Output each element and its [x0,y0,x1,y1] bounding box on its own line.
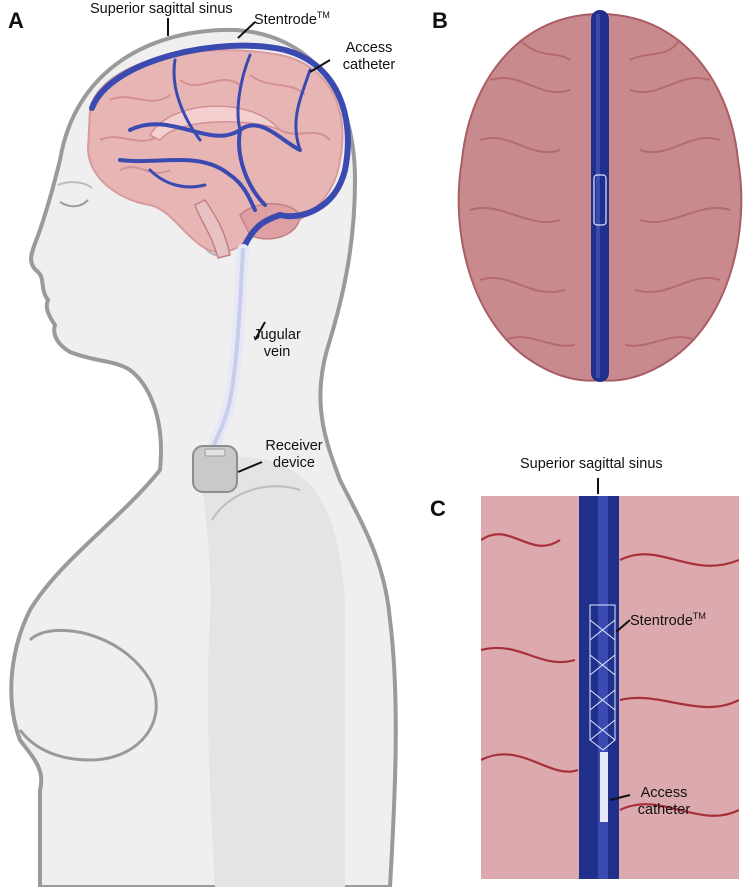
label-stentrode-c: StentrodeTM [630,608,706,630]
panel-letter-b: B [432,8,448,33]
cerebral-veins [89,42,351,248]
label-access-catheter-c: Access catheter [626,785,702,819]
panel-letter-a: A [8,8,24,33]
label-access-catheter-a: Access catheter [334,40,404,74]
leader-lines-a [167,18,331,473]
stentrode-mesh [589,604,616,751]
label-superior-sagittal-sinus-c: Superior sagittal sinus [520,456,663,472]
access-text-c: Access [640,785,688,801]
vein-text: vein [263,344,291,360]
receiver-text: Receiver [265,438,323,454]
label-receiver-device: Receiver device [256,438,332,472]
closeup-tissue [481,496,739,879]
label-jugular-vein: Jugular vein [247,327,307,361]
stentrode-text-c: Stentrode [630,613,693,629]
stentrode-tm-a: TM [316,10,330,20]
device-text: device [273,455,315,471]
stentrode-tm-c: TM [692,611,706,621]
brain-top-view [457,10,743,382]
leader-lines-c [597,478,631,801]
stentrode-text-a: Stentrode [254,12,317,28]
catheter-text-a: catheter [342,57,396,73]
jugular-text: Jugular [253,327,301,343]
panel-letter-c: C [430,496,446,521]
label-stentrode-a: StentrodeTM [254,7,330,29]
access-text-a: Access [345,40,393,56]
label-superior-sagittal-sinus-a: Superior sagittal sinus [90,1,233,17]
receiver-device [192,445,238,493]
catheter-text-c: catheter [637,802,691,818]
jugular-catheter [206,244,249,456]
